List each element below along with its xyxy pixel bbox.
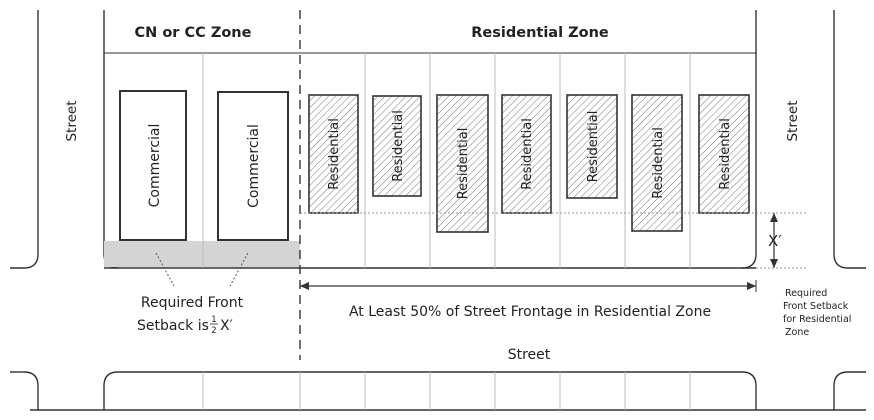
residential-building-3: Residential — [436, 94, 489, 233]
svg-text:X′: X′ — [220, 318, 233, 334]
commercial-building-1: Commercial — [119, 90, 187, 241]
svg-text:Zone: Zone — [785, 327, 809, 338]
commercial-building-2: Commercial — [217, 91, 289, 241]
residential-building-6: Residential — [631, 94, 683, 232]
fraction-numerator: 1 — [211, 315, 216, 325]
lot-lines — [202, 53, 691, 268]
commercial-setback-fill — [104, 241, 300, 267]
residential-building-7: Residential — [698, 94, 750, 214]
residential-building-2: Residential — [372, 95, 422, 197]
frontage-dimension — [300, 280, 757, 292]
svg-text:for Residential: for Residential — [783, 314, 851, 325]
svg-text:Required: Required — [785, 288, 827, 299]
svg-text:Front Setback: Front Setback — [783, 301, 849, 312]
bottom-block — [10, 371, 866, 411]
fraction-denominator: 2 — [211, 326, 216, 336]
residential-label: Residential — [586, 111, 601, 183]
commercial-setback-label-line2: Setback is 1 2 X′ — [137, 315, 233, 336]
residential-building-5: Residential — [566, 94, 618, 199]
residential-label: Residential — [456, 128, 471, 200]
residential-zone-title: Residential Zone — [471, 25, 609, 41]
svg-text:Setback is: Setback is — [137, 318, 209, 334]
frontage-label: At Least 50% of Street Frontage in Resid… — [349, 304, 711, 320]
right-curb — [833, 10, 866, 269]
residential-setback-note: Required Front Setback for Residential Z… — [783, 288, 851, 338]
street-label-bottom: Street — [508, 347, 551, 363]
left-curb — [10, 10, 39, 269]
block-corner-right — [741, 253, 757, 269]
commercial-label: Commercial — [147, 124, 163, 208]
residential-label: Residential — [718, 118, 733, 190]
residential-building-1: Residential — [308, 94, 359, 214]
setback-dimension-label: X′ — [768, 232, 782, 250]
residential-label: Residential — [651, 127, 666, 199]
residential-label: Residential — [520, 118, 535, 190]
street-label-left: Street — [64, 100, 80, 141]
street-label-right: Street — [785, 100, 801, 141]
commercial-zone-title: CN or CC Zone — [135, 25, 252, 41]
residential-label: Residential — [391, 110, 406, 182]
residential-label: Residential — [327, 118, 342, 190]
commercial-label: Commercial — [246, 124, 262, 208]
commercial-setback-label-line1: Required Front — [141, 295, 244, 311]
residential-building-4: Residential — [501, 94, 552, 214]
setback-dimension: X′ — [756, 213, 808, 269]
